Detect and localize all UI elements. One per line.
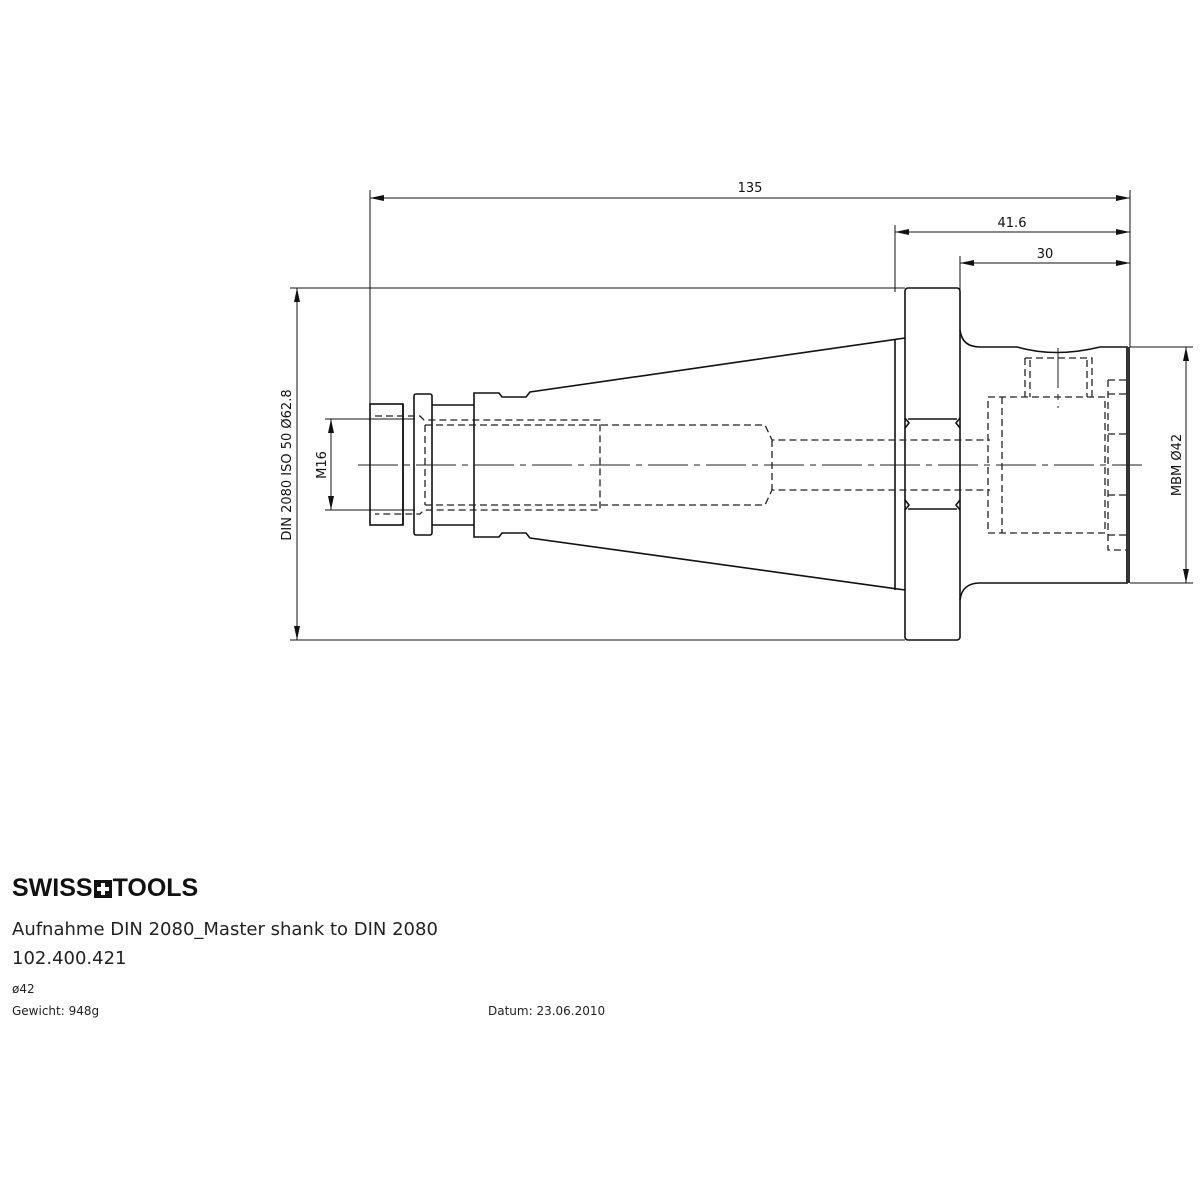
part-outline (369, 287, 1130, 641)
dim-label-41-6: 41.6 (998, 216, 1027, 231)
dimension-taper-diameter: DIN 2080 ISO 50 Ø62.8 (280, 287, 905, 641)
dim-label-m16: M16 (315, 451, 330, 479)
logo-text-right: TOOLS (112, 874, 199, 902)
dim-label-135: 135 (738, 181, 763, 196)
hidden-features (375, 357, 1126, 551)
weight-label: Gewicht: 948g (12, 1004, 100, 1018)
dim-label-taper: DIN 2080 ISO 50 Ø62.8 (280, 389, 295, 540)
dim-label-30: 30 (1037, 247, 1054, 262)
drawing-title: Aufnahme DIN 2080_Master shank to DIN 20… (12, 919, 438, 940)
dimension-body-length: 30 (959, 247, 1130, 345)
dimension-flange-to-end: 41.6 (894, 216, 1130, 292)
diameter-label: ø42 (12, 982, 35, 996)
date-label: Datum: 23.06.2010 (488, 1004, 606, 1018)
dim-label-mbm: MBM Ø42 (1170, 434, 1185, 496)
swiss-cross-icon (93, 879, 112, 898)
article-number: 102.400.421 (12, 948, 127, 969)
dimension-overall-length: 135 (369, 181, 1131, 405)
logo-text-left: SWISS (12, 874, 93, 902)
dimension-body-diameter: MBM Ø42 (1130, 346, 1193, 584)
dimension-thread: M16 (315, 418, 415, 511)
swiss-tools-logo: SWISS TOOLS (12, 874, 198, 903)
